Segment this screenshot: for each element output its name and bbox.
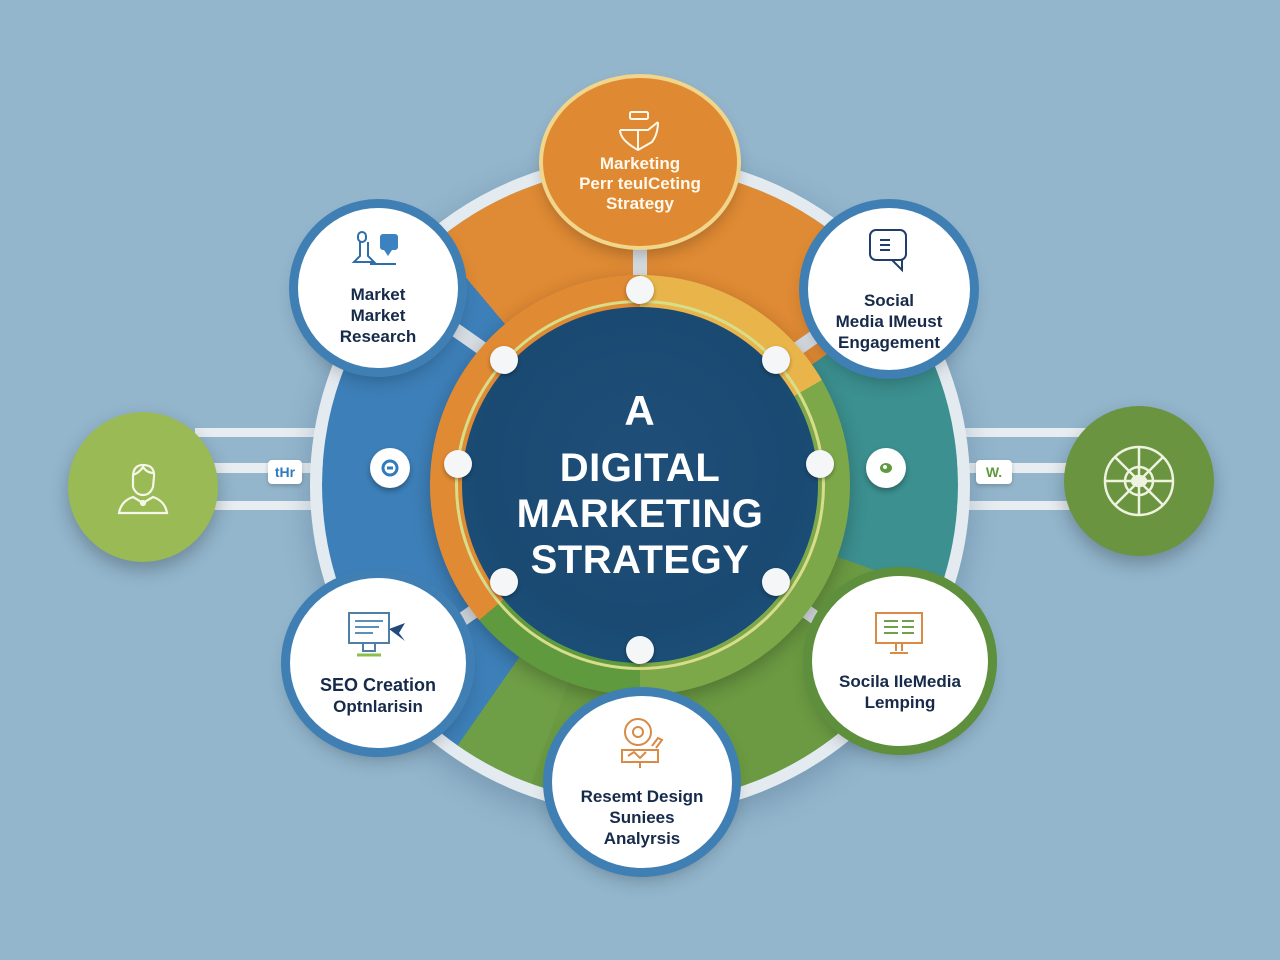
node-dot-bottom-left — [490, 568, 518, 596]
node-label-line: SEO Creation — [319, 675, 437, 695]
node-label-line: Market — [350, 284, 406, 304]
chat-bubble-icon — [869, 228, 907, 272]
node-dot-left — [444, 450, 472, 478]
node-label-line: Social — [863, 290, 915, 310]
left-connector-knob[interactable] — [370, 448, 410, 488]
right-pill-text: W. — [985, 464, 1003, 480]
node-social-media-engagement[interactable]: Social Media IMeust Engagement — [808, 208, 970, 370]
center-title-line-4: STRATEGY — [530, 538, 750, 582]
node-dot-right — [806, 450, 834, 478]
node-label-line: Marketing — [599, 154, 681, 173]
display-chart-icon — [875, 612, 923, 654]
node-label-line: Socila IleMedia — [839, 672, 961, 691]
node-social-media-lemping[interactable]: Socila IleMedia Lemping — [812, 576, 988, 746]
wheel-icon — [1103, 445, 1175, 517]
node-dot-top-right — [762, 346, 790, 374]
target-icon — [621, 717, 664, 768]
monitor-icon — [348, 612, 405, 657]
node-label-line: Market — [350, 305, 406, 325]
center-title-line-1: A — [624, 387, 656, 434]
node-dot-bottom — [626, 636, 654, 664]
node-label-line: Perr teulCeting — [579, 174, 701, 193]
left-connector-pill[interactable]: tHr — [268, 460, 302, 484]
node-label-line: Optnlarisin — [333, 697, 423, 716]
node-label-line: Lemping — [864, 693, 936, 712]
node-label-line: Strategy — [605, 194, 675, 213]
person-icon — [117, 463, 169, 515]
node-seo-creation[interactable]: SEO Creation Optnlarisin — [290, 578, 466, 748]
left-pill-text: tHr — [274, 464, 296, 480]
leaf-icon — [880, 463, 892, 473]
node-dot-bottom-right — [762, 568, 790, 596]
node-label-line: Research — [339, 326, 417, 346]
node-dot-top-left — [490, 346, 518, 374]
node-label-line: Media IMeust — [835, 311, 943, 331]
funnel-icon — [619, 111, 659, 152]
center-title-line-3: MARKETING — [516, 492, 764, 536]
node-label-line: Resemt Design — [580, 786, 704, 806]
node-label-line: Analyrsis — [603, 828, 681, 848]
central-hub[interactable]: A DIGITAL MARKETING STRATEGY — [462, 307, 818, 663]
node-label-line: Suniees — [609, 807, 675, 827]
ring-icon — [381, 459, 399, 477]
node-market-research[interactable]: Market Market Research — [298, 208, 458, 368]
node-label-line: Engagement — [837, 332, 941, 352]
right-side-circle[interactable] — [1064, 406, 1214, 556]
node-research-design-analysis[interactable]: Resemt Design Suniees Analyrsis — [552, 696, 732, 868]
left-side-circle[interactable] — [68, 412, 218, 562]
research-icon — [351, 230, 398, 265]
right-connector-pill[interactable]: W. — [976, 460, 1012, 484]
right-connector-knob[interactable] — [866, 448, 906, 488]
node-marketing-strategy[interactable]: Marketing Perr teulCeting Strategy — [543, 78, 737, 246]
node-dot-top — [626, 276, 654, 304]
center-title-line-2: DIGITAL — [559, 446, 721, 490]
